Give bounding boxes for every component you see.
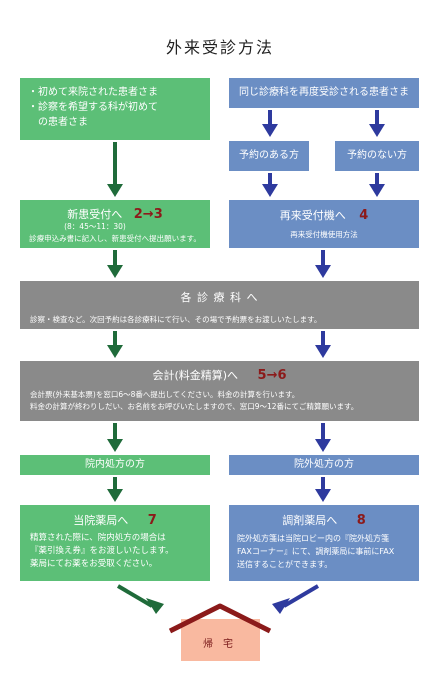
without-appointment-box: 予約のない方 xyxy=(335,141,419,171)
arrowhead-without-appt xyxy=(369,124,385,137)
departments-box: 各 診 療 科 へ 診察・検査など。次回予約は各診療科にて行い、その場で予約票を… xyxy=(20,281,419,329)
return-reception-step: 4 xyxy=(359,208,369,223)
dispensing-pharmacy-label: 調剤薬局へ xyxy=(282,514,338,527)
without-appointment-label: 予約のない方 xyxy=(347,150,407,161)
hospital-pharmacy-step: 7 xyxy=(147,513,157,528)
departments-label: 各 診 療 科 へ xyxy=(180,291,259,304)
home-label: 帰宅 xyxy=(203,639,243,650)
new-patient-reception-label: 新患受付へ xyxy=(67,208,123,221)
hospital-pharmacy-label: 当院薬局へ xyxy=(73,514,129,527)
arrowhead-home-right xyxy=(272,598,290,614)
arrow-dispensing-to-home xyxy=(282,584,320,608)
dispensing-pharmacy-step: 8 xyxy=(356,513,366,528)
arrowhead-return-reception-a xyxy=(262,184,278,197)
return-visit-label: 同じ診療科を再度受診される患者さま xyxy=(239,87,409,98)
home-roof xyxy=(168,603,272,634)
arrowhead-departments-right xyxy=(315,265,331,278)
arrow-hospital-pharmacy-to-home xyxy=(116,584,154,608)
departments-note: 診察・検査など。次回予約は各診療科にて行い、その場で予約票をお渡しいたします。 xyxy=(30,315,322,324)
with-appointment-box: 予約のある方 xyxy=(229,141,309,171)
arrowhead-outside xyxy=(315,439,331,452)
with-appointment-label: 予約のある方 xyxy=(239,150,299,161)
first-visit-line2: ・診察を希望する科が初めて xyxy=(28,102,158,113)
arrowhead-with-appt xyxy=(262,124,278,137)
payment-step: 5→6 xyxy=(257,368,287,383)
home-body xyxy=(181,619,260,661)
new-patient-step: 2→3 xyxy=(133,207,163,222)
payment-note1: 会計票(外来基本票)を窓口6〜8番へ提出してください。料金の計算を行います。 xyxy=(30,390,300,399)
arrowhead-payment-left xyxy=(107,345,123,358)
payment-label: 会計(料金精算)へ xyxy=(152,369,239,382)
outside-prescription-label: 院外処方の方 xyxy=(294,459,354,470)
arrowhead-dispensing xyxy=(315,489,331,502)
dispensing-pharmacy-line3: 送信することができます。 xyxy=(237,560,333,569)
new-patient-note: 診療申込み書に記入し、新患受付へ提出願います。 xyxy=(29,234,201,243)
hospital-pharmacy-line2: 『薬引換え券』をお渡しいたします。 xyxy=(30,546,174,556)
arrowhead-return-reception-b xyxy=(369,184,385,197)
page-title: 外来受診方法 xyxy=(165,38,274,57)
outside-prescription-box: 院外処方の方 xyxy=(229,455,419,475)
arrowhead-newreception xyxy=(107,184,123,197)
return-reception-note: 再来受付機使用方法 xyxy=(290,230,358,239)
new-patient-reception-box: 新患受付へ 2→3 (8：45〜11：30) 診療申込み書に記入し、新患受付へ提… xyxy=(20,200,210,248)
return-reception-box: 再来受付機へ 4 再来受付機使用方法 xyxy=(229,200,419,248)
arrowhead-payment-right xyxy=(315,345,331,358)
dispensing-pharmacy-line1: 院外処方箋は当院ロビー内の『院外処方箋 xyxy=(237,534,389,543)
payment-box: 会計(料金精算)へ 5→6 会計票(外来基本票)を窓口6〜8番へ提出してください… xyxy=(20,361,419,421)
return-visit-box: 同じ診療科を再度受診される患者さま xyxy=(229,78,419,108)
in-house-prescription-box: 院内処方の方 xyxy=(20,455,210,475)
arrowhead-hospital-pharmacy xyxy=(107,489,123,502)
in-house-prescription-label: 院内処方の方 xyxy=(85,459,145,470)
first-visit-line1: ・初めて来院された患者さま xyxy=(28,87,158,98)
hospital-pharmacy-line3: 薬局にてお薬をお受取ください。 xyxy=(30,559,158,569)
arrowhead-inhouse xyxy=(107,439,123,452)
first-visit-box: ・初めて来院された患者さま ・診察を希望する科が初めて の患者さま xyxy=(20,78,210,140)
first-visit-line3: の患者さま xyxy=(28,117,88,128)
payment-note2: 料金の計算が終わりしだい、お名前をお呼びいたしますので、窓口9〜12番にてご精算… xyxy=(30,402,359,411)
arrowhead-departments-left xyxy=(107,265,123,278)
arrowhead-home-left xyxy=(146,598,164,614)
hospital-pharmacy-line1: 精算された際に、院内処方の場合は xyxy=(30,533,166,543)
return-reception-label: 再来受付機へ xyxy=(279,209,346,222)
dispensing-pharmacy-line2: FAXコーナー』にて、調剤薬局に事前にFAX xyxy=(237,547,395,556)
dispensing-pharmacy-box: 調剤薬局へ 8 院外処方箋は当院ロビー内の『院外処方箋 FAXコーナー』にて、調… xyxy=(229,505,419,581)
reception-hours: (8：45〜11：30) xyxy=(64,222,126,231)
hospital-pharmacy-box: 当院薬局へ 7 精算された際に、院内処方の場合は 『薬引換え券』をお渡しいたしま… xyxy=(20,505,210,581)
